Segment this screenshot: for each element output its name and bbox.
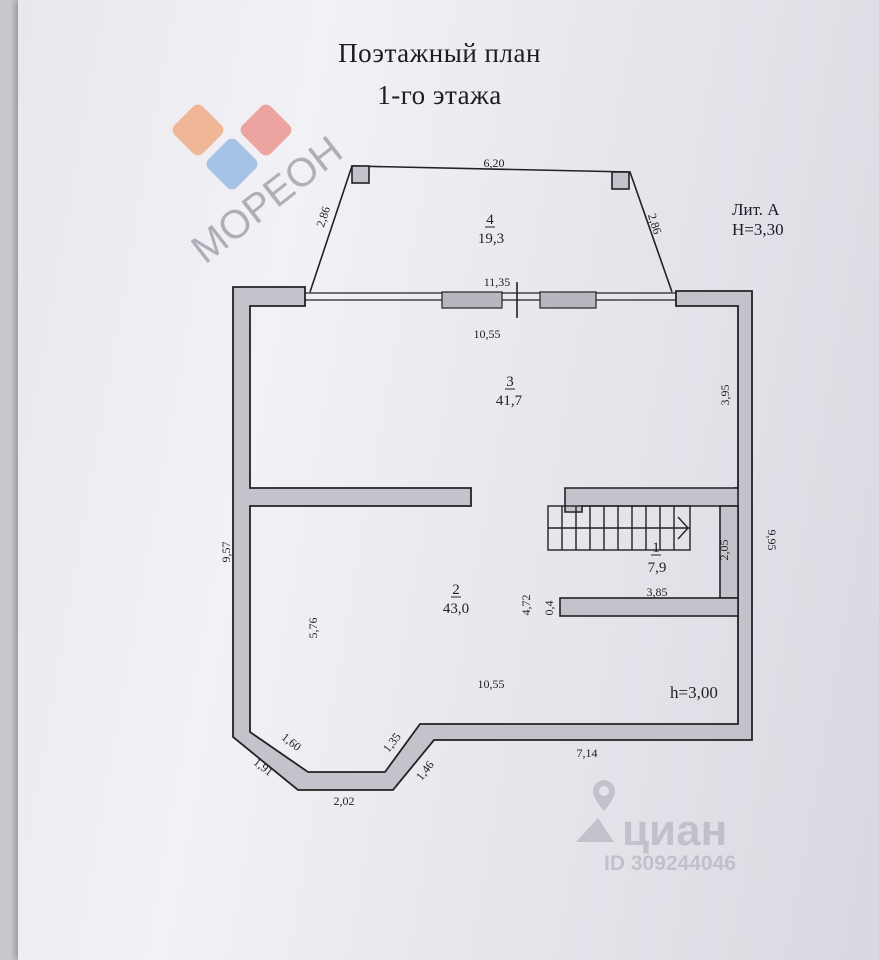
front-pier-left — [441, 291, 503, 309]
room-4-area: 19,3 — [478, 231, 504, 247]
front-pier-right — [539, 291, 597, 309]
dim-bottom-right: 7,14 — [577, 746, 598, 760]
dim-right-total: 9,95 — [765, 530, 779, 551]
dim-room1-height: 2,05 — [717, 540, 731, 561]
terrace-post-left — [351, 165, 370, 184]
building-letter-label: Лит. А Н=3,30 — [732, 200, 784, 240]
room-4-number: 4 — [486, 212, 494, 228]
stair-treads — [561, 506, 675, 550]
staircase — [547, 505, 691, 551]
room-3-label: 3 41,7 — [496, 374, 523, 409]
terrace-post-right — [611, 171, 630, 190]
room-3-area: 41,7 — [496, 393, 523, 409]
moreon-watermark: МОРЕОН — [172, 104, 351, 272]
lit-name: Лит. А — [732, 200, 780, 219]
terrace-outline — [309, 165, 673, 293]
room-1-number: 1 — [652, 540, 660, 556]
ceiling-height: h=3,00 — [670, 683, 718, 702]
room-1-area: 7,9 — [648, 560, 667, 576]
dim-terrace-left: 2,86 — [313, 205, 333, 229]
dim-room3-width: 10,55 — [474, 327, 501, 341]
cian-id-text: ID 309244046 — [604, 852, 736, 875]
dim-room2-width: 10,55 — [478, 677, 505, 691]
moreon-logo-tile-blue — [206, 138, 258, 190]
moreon-logo-tile-red — [240, 104, 292, 156]
moreon-logo-tile-orange — [172, 104, 224, 156]
stair-wall-top — [564, 487, 739, 513]
room-2-label: 2 43,0 — [443, 582, 469, 617]
cian-watermark: циан ID 309244046 — [576, 780, 736, 875]
paper-sheet — [18, 0, 879, 960]
cian-text: циан — [622, 806, 727, 855]
plan-title-line2: 1-го этажа — [377, 80, 502, 110]
room-2-area: 43,0 — [443, 601, 469, 617]
room-1-label: 1 7,9 — [648, 540, 667, 576]
front-wall — [305, 282, 676, 318]
dim-room3-height: 3,95 — [718, 385, 732, 406]
dim-bay-bottom: 2,02 — [334, 794, 355, 808]
plan-title-line1: Поэтажный план — [338, 38, 541, 68]
cian-logo-icon — [576, 818, 614, 842]
stair-wall-bottom — [559, 597, 739, 617]
dim-terrace-top: 6,20 — [484, 156, 505, 170]
dim-left-total: 9,57 — [219, 542, 233, 563]
dim-front: 11,35 — [484, 275, 511, 289]
dim-room1-width: 3,85 — [647, 585, 668, 599]
location-pin-icon — [593, 780, 615, 811]
dim-stair-wall: 0,4 — [542, 601, 556, 616]
dim-room2-height: 5,76 — [306, 618, 320, 639]
dimensions: 6,20 2,86 2,86 11,35 10,55 3,95 9,57 9,9… — [219, 156, 779, 808]
dim-bay-a: 1,60 — [279, 730, 304, 754]
lit-height: Н=3,30 — [732, 220, 784, 239]
room-3-number: 3 — [506, 374, 514, 390]
room-4-label: 4 19,3 — [478, 212, 504, 247]
stair-arrow — [677, 516, 689, 540]
room-2-number: 2 — [452, 582, 460, 598]
terrace-edge — [309, 165, 673, 293]
dim-partition: 4,72 — [519, 595, 533, 616]
dim-terrace-right: 2,86 — [645, 212, 665, 236]
